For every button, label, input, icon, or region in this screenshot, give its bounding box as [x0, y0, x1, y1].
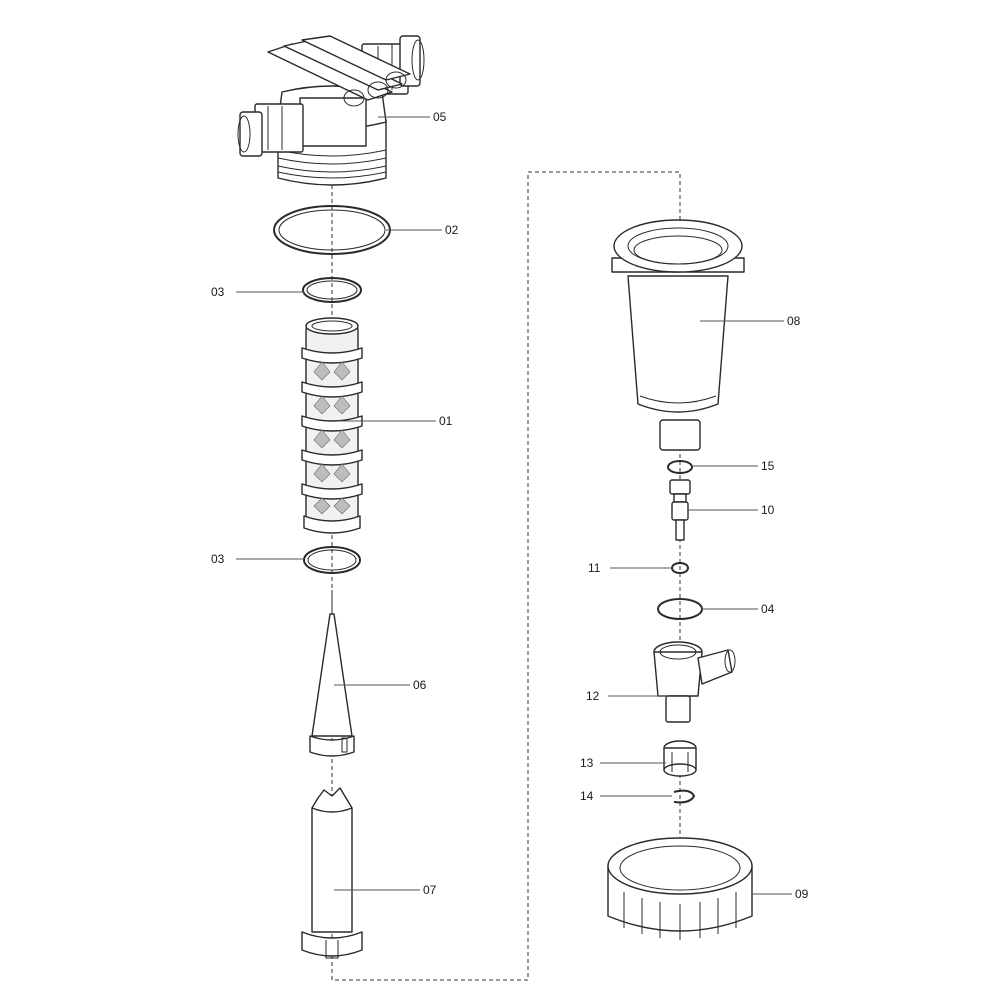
- callout-14: 14: [580, 789, 594, 803]
- drain-nut: [663, 740, 697, 777]
- center-tube: [301, 787, 363, 959]
- callout-03-lower: 03: [211, 552, 225, 566]
- callout-labels: 05 02 03 01 03 06 07 08 15 10 11 04 12 1…: [211, 110, 809, 901]
- leader-lines: [236, 116, 792, 895]
- filter-bowl: [611, 219, 745, 451]
- retaining-circlip: [673, 789, 696, 804]
- callout-09: 09: [795, 887, 809, 901]
- filter-cartridge: [301, 317, 363, 534]
- callout-08: 08: [787, 314, 801, 328]
- callout-15: 15: [761, 459, 775, 473]
- upper-filter-o-ring: [302, 277, 362, 303]
- callout-11: 11: [588, 561, 601, 575]
- drain-valve-body: [653, 641, 736, 723]
- inner-cone: [309, 590, 355, 757]
- callout-12: 12: [586, 689, 600, 703]
- filter-head-housing: [237, 35, 425, 186]
- callout-07: 07: [423, 883, 437, 897]
- callout-01: 01: [439, 414, 453, 428]
- callout-13: 13: [580, 756, 594, 770]
- callout-02: 02: [445, 223, 459, 237]
- lower-filter-o-ring: [303, 546, 361, 574]
- drain-valve-o-ring: [667, 460, 693, 474]
- callout-10: 10: [761, 503, 775, 517]
- bowl-ring-nut: [607, 837, 753, 940]
- callout-03-upper: 03: [211, 285, 225, 299]
- callout-04: 04: [761, 602, 775, 616]
- callout-06: 06: [413, 678, 427, 692]
- drain-valve-stem: [669, 479, 691, 541]
- callout-05: 05: [433, 110, 447, 124]
